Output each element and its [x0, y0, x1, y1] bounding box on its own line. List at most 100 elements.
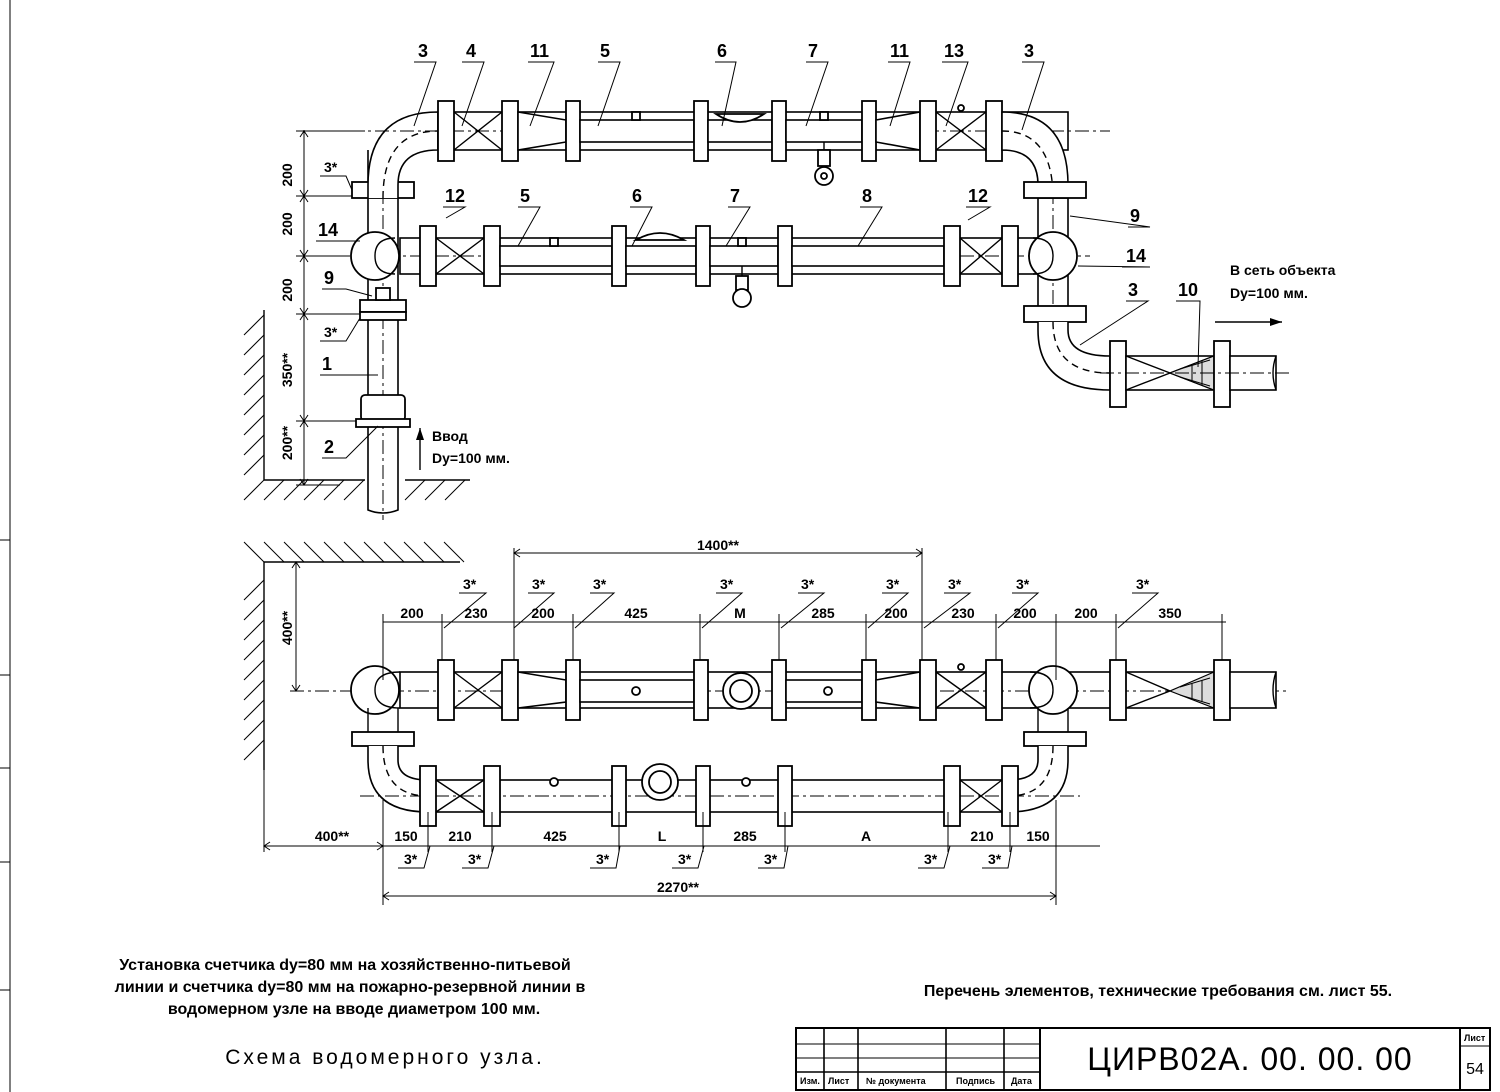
weld-mark: 3*	[801, 576, 815, 592]
weld-mark: 3*	[886, 576, 900, 592]
col-date: Дата	[1011, 1076, 1033, 1086]
description-line: водомерном узле на вводе диаметром 100 м…	[168, 1001, 540, 1018]
dim-text: 210	[970, 828, 994, 844]
callout: 3	[1024, 41, 1034, 61]
weld-mark: 3*	[596, 851, 610, 867]
weld-mark: 3*	[593, 576, 607, 592]
flange	[565, 100, 581, 162]
dim-text: 200**	[279, 425, 295, 460]
pipe-5	[579, 119, 695, 143]
callout: 5	[520, 186, 530, 206]
gate-valve-4	[437, 100, 519, 162]
dim-text: 285	[811, 605, 835, 621]
col-document: № документа	[866, 1076, 927, 1086]
dim-text: 200	[1074, 605, 1098, 621]
weld-mark: 3*	[988, 851, 1002, 867]
dim-text: M	[734, 605, 746, 621]
document-code: ЦИРВ02А. 00. 00. 00	[1087, 1041, 1412, 1077]
dim-text: 350	[1158, 605, 1182, 621]
callout: 6	[717, 41, 727, 61]
dim-text: 425	[624, 605, 648, 621]
callout: 12	[968, 186, 988, 206]
dim-text: 425	[543, 828, 567, 844]
flange	[1109, 340, 1127, 408]
pipe-5-lower	[499, 245, 613, 267]
flow-arrow-in	[416, 428, 424, 440]
flange	[611, 225, 627, 287]
col-sheet: Лист	[828, 1076, 850, 1086]
callout: 13	[944, 41, 964, 61]
flange	[1023, 181, 1087, 199]
sheet-frame	[0, 0, 11, 1092]
weld-mark: 3*	[532, 576, 546, 592]
gate-valve-elev-upper-left	[437, 659, 519, 721]
weld-mark: 3*	[678, 851, 692, 867]
dim-text: 200	[1013, 605, 1037, 621]
description-line: линии и счетчика dy=80 мм на пожарно-рез…	[115, 979, 586, 996]
weld-mark: 3*	[1136, 576, 1150, 592]
dim-text: 200	[279, 212, 295, 236]
tap	[631, 111, 641, 121]
callout: 14	[1126, 246, 1146, 266]
dim-text: A	[861, 828, 871, 844]
callout: 10	[1178, 280, 1198, 300]
callout: 9	[1130, 206, 1140, 226]
dim-text: 200	[531, 605, 555, 621]
col-signature: Подпись	[956, 1076, 996, 1086]
dim-text: 350**	[279, 352, 295, 387]
flange	[351, 731, 415, 747]
callout: 7	[730, 186, 740, 206]
dim-text: 230	[951, 605, 975, 621]
flange	[861, 100, 877, 162]
weld-mark: 3*	[1016, 576, 1030, 592]
dim-text: 150	[394, 828, 418, 844]
plan-dimension-texts: 200 200 200 350** 200** 3* 3* Ввод Dy=10…	[279, 159, 1336, 466]
flange	[1213, 340, 1231, 408]
drawing-title: Схема водомерного узла.	[225, 1046, 545, 1069]
dim-wall: 400**	[279, 610, 295, 645]
callout: 12	[445, 186, 465, 206]
dim-text: 210	[448, 828, 472, 844]
outlet-label: В сеть объекта	[1230, 262, 1336, 278]
flow-arrow-out	[1270, 318, 1282, 326]
dim-overall-bottom: 2270**	[657, 879, 700, 895]
coupling-flange	[355, 418, 411, 428]
dim-text: 200	[884, 605, 908, 621]
dim-text: 230	[464, 605, 488, 621]
reference-note: Перечень элементов, технические требован…	[924, 983, 1392, 1000]
pipe-8	[791, 245, 945, 267]
plan-view	[243, 100, 1290, 520]
callout: 4	[466, 41, 476, 61]
weld-mark: 3*	[764, 851, 778, 867]
weld-mark: 3*	[924, 851, 938, 867]
callout: 3	[1128, 280, 1138, 300]
callout: 11	[530, 41, 549, 61]
callout: 7	[808, 41, 818, 61]
flange	[695, 225, 711, 287]
elevation-bottom-dims	[263, 770, 1100, 905]
wall-hatch-elevation	[243, 541, 465, 770]
pressure-gauge	[732, 288, 752, 308]
elevation-top-dims	[382, 548, 1226, 680]
plan-vertical-dims	[296, 130, 365, 486]
sheet-number: 54	[1466, 1061, 1484, 1078]
pipe-7-lower	[709, 245, 779, 267]
water-meter-6	[707, 119, 773, 143]
callout: 9	[324, 268, 334, 288]
title-block: Изм. Лист № документа Подпись Дата ЦИРВ0…	[795, 1027, 1491, 1091]
callout: 11	[890, 41, 909, 61]
flange	[693, 100, 709, 162]
elevation-view	[243, 541, 1290, 905]
plan-callouts: 3 4 11 5 6 7 11 13 3 12 5 6 7 8 12 14 14…	[316, 41, 1201, 459]
gate-valve-elev-lower-left	[419, 765, 501, 827]
inlet-diameter: Dy=100 мм.	[432, 450, 510, 466]
dim-text: 200	[400, 605, 424, 621]
flange	[777, 225, 793, 287]
gate-valve-12-left	[419, 225, 501, 287]
elevation-dimension-texts: 1400** 400** 200 230 200 425 M 285 200 2…	[279, 537, 1182, 895]
dim-text: 150	[1026, 828, 1050, 844]
riser-flange	[359, 311, 407, 321]
weld-mark: 3*	[324, 324, 338, 340]
weld-mark: 3*	[720, 576, 734, 592]
